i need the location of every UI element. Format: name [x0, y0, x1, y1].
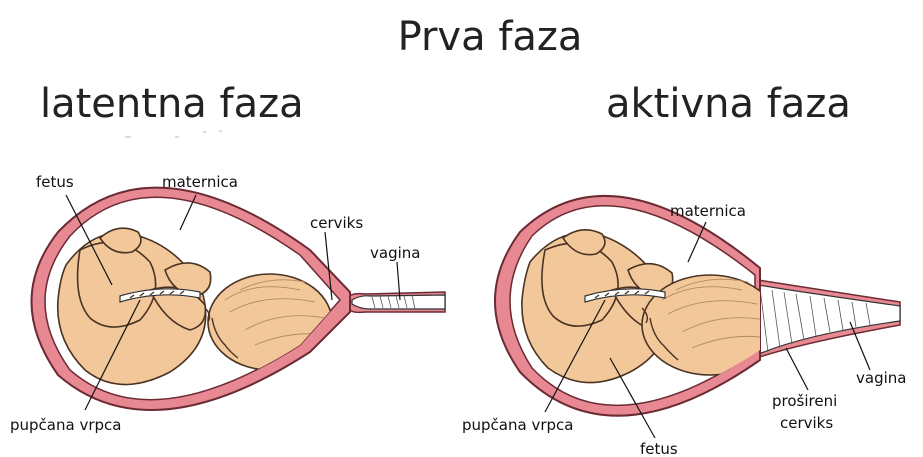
label-maternica-left: maternica	[162, 173, 238, 191]
label-cerviks-right: cerviks	[780, 414, 833, 432]
label-pupcana-vrpca-right: pupčana vrpca	[462, 416, 573, 434]
active-phase-panel: aktivna faza	[462, 81, 906, 457]
label-vagina-right: vagina	[856, 369, 906, 387]
label-cerviks-left: cerviks	[310, 214, 363, 232]
latent-phase-heading: latentna faza	[40, 81, 304, 127]
label-maternica-right: maternica	[670, 202, 746, 220]
label-pupcana-vrpca-left: pupčana vrpca	[10, 416, 121, 434]
diagram-title: Prva faza	[398, 14, 583, 60]
label-vagina-left: vagina	[370, 244, 420, 262]
label-prosireni-right: prošireni	[772, 392, 837, 410]
latent-phase-panel: latentna faza	[10, 81, 445, 434]
vagina-left	[345, 292, 445, 312]
label-fetus-right: fetus	[640, 440, 678, 457]
scan-marks	[125, 131, 222, 137]
vagina-right	[745, 278, 900, 362]
active-phase-heading: aktivna faza	[606, 81, 851, 127]
label-fetus-left: fetus	[36, 173, 74, 191]
